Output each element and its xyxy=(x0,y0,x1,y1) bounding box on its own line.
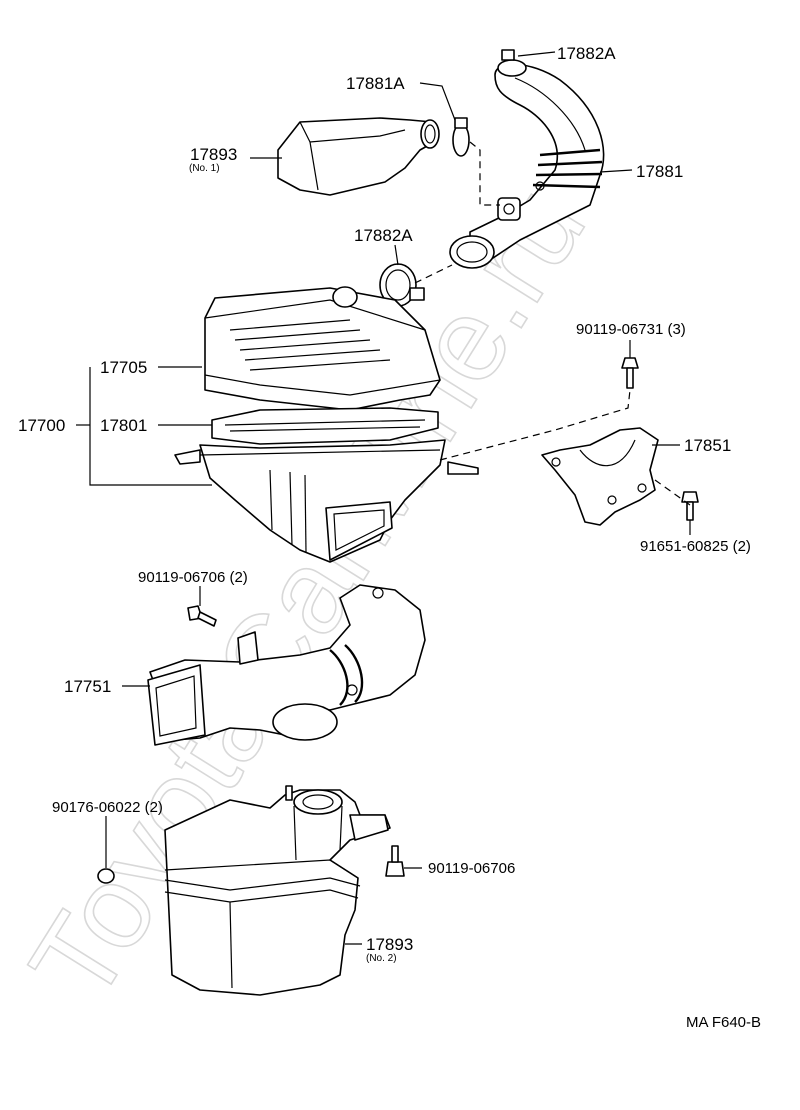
label-17893-no1-sub: (No. 1) xyxy=(189,163,220,174)
leader-lines xyxy=(76,51,691,945)
label-17893-no2: 17893 xyxy=(366,935,413,954)
part-17882a-clamp-top xyxy=(497,49,527,77)
diagram-reference-code: MA F640-B xyxy=(686,1014,761,1031)
label-17882a-middle: 17882A xyxy=(354,226,413,245)
part-17881a-clamp xyxy=(452,117,470,157)
label-90176-06022: 90176-06022 (2) xyxy=(52,799,163,816)
part-17881-intake-hose xyxy=(449,63,605,269)
label-17881: 17881 xyxy=(636,162,683,181)
part-17893-no1-resonator xyxy=(277,117,440,196)
label-17893-no1: 17893 xyxy=(190,145,237,164)
label-17705: 17705 xyxy=(100,358,147,377)
part-17893-no2-resonator xyxy=(164,785,391,996)
label-17881a: 17881A xyxy=(346,74,405,93)
label-90119-06706-2: 90119-06706 (2) xyxy=(138,569,248,586)
label-91651-60825: 91651-60825 (2) xyxy=(640,538,751,555)
part-17751-inlet-duct xyxy=(147,584,426,746)
assembly-line-clamp-to-hose xyxy=(469,141,500,206)
label-17851: 17851 xyxy=(684,436,731,455)
bolt-90119-06706 xyxy=(385,845,405,877)
label-17893-no2-sub: (No. 2) xyxy=(366,953,397,964)
assembly-line-bracket xyxy=(439,389,631,461)
label-17882a-top: 17882A xyxy=(557,44,616,63)
part-17801-element xyxy=(211,407,439,445)
part-17700-case xyxy=(174,439,479,563)
part-17882a-clamp-middle xyxy=(379,263,425,307)
label-17700: 17700 xyxy=(18,416,65,435)
bolt-90119-06731 xyxy=(621,357,639,389)
part-17851-bracket xyxy=(541,427,659,526)
clip-90176-06022 xyxy=(97,868,115,884)
label-90119-06706: 90119-06706 xyxy=(428,860,515,877)
part-17705-cap xyxy=(204,286,441,411)
label-17801: 17801 xyxy=(100,416,147,435)
label-17751: 17751 xyxy=(64,677,111,696)
label-90119-06731: 90119-06731 (3) xyxy=(576,321,686,338)
bolt-90119-06706-2 xyxy=(187,605,217,627)
assembly-line-clamp-to-duct xyxy=(414,264,453,284)
bolt-91651-60825 xyxy=(681,491,699,521)
